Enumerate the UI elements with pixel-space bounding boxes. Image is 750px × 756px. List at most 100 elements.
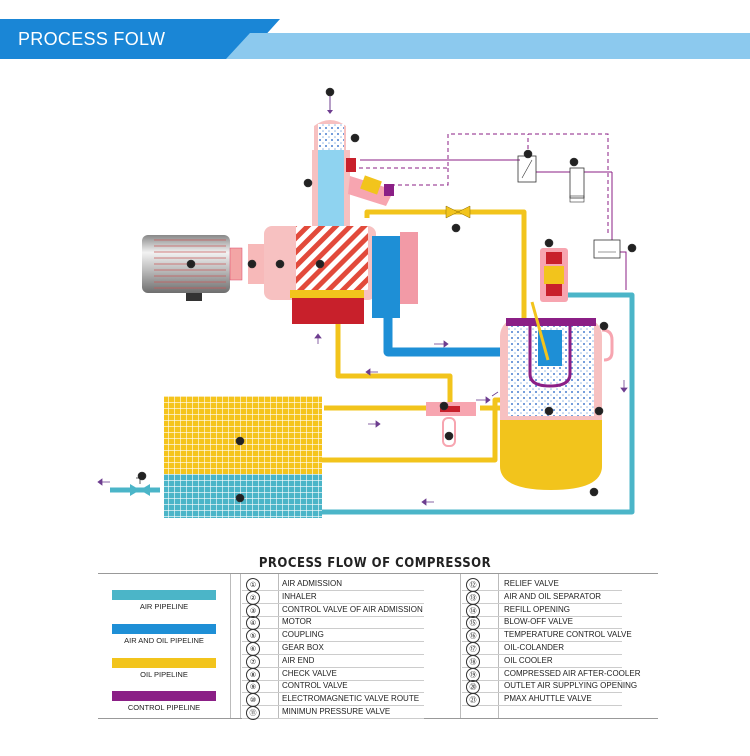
motor <box>142 235 230 301</box>
legend-row-line <box>242 679 424 681</box>
diagram-marker-number: ⑦ <box>318 262 323 268</box>
diagram-marker <box>137 471 147 481</box>
legend-item-label: AIR ADMISSION <box>282 579 343 588</box>
legend-row-line <box>242 628 424 630</box>
diagram-marker <box>439 401 449 411</box>
diagram-marker-number: ⑮ <box>596 408 601 415</box>
legend-item-label: PMAX AHUTTLE VALVE <box>504 694 592 704</box>
diagram-marker <box>451 223 461 233</box>
diagram-marker <box>594 406 604 416</box>
pipeline-label: AIR PIPELINE <box>139 602 189 611</box>
check-valve <box>445 205 471 219</box>
legend-row-line <box>462 602 622 604</box>
diagram-marker-number: ⑩ <box>572 160 577 166</box>
legend-number: ⑪ <box>246 706 260 720</box>
diagram-marker-number: ⑪ <box>546 240 551 247</box>
diagram-marker-number: ⑬ <box>601 323 606 330</box>
legend-item-label: OUTLET AIR SUPPLYING OPENING <box>504 681 638 691</box>
pipeline-swatch <box>112 691 216 701</box>
pipeline-swatch <box>112 590 216 600</box>
diagram-marker <box>186 259 196 269</box>
legend-item-label: TEMPERATURE CONTROL VALVE <box>504 630 632 640</box>
diagram-marker <box>315 259 325 269</box>
diagram-marker-number: ⑯ <box>591 489 596 496</box>
legend-row-line <box>462 705 622 707</box>
legend-row-line <box>242 602 424 604</box>
legend-item-label: AIR AND OIL SEPARATOR <box>504 591 602 601</box>
legend-item-label: MINIMUN PRESSURE VALVE <box>282 707 391 716</box>
legend-row-line <box>462 679 622 681</box>
legend-item-label: GEAR BOX <box>282 643 324 652</box>
legend-item-label: INHALER <box>282 591 317 601</box>
diagram-marker-number: ② <box>353 136 358 142</box>
diagram-marker <box>444 431 454 441</box>
legend-row-line <box>242 705 424 707</box>
diagram-marker-number: ④ <box>189 262 194 268</box>
legend-item-label: COUPLING <box>282 630 324 640</box>
legend-item-label: RELIEF VALVE <box>504 579 559 588</box>
legend-item-label: COMPRESSED AIR AFTER-COOLER <box>504 668 641 678</box>
flow-arrows <box>97 333 628 506</box>
diagram-marker-number: ⑭ <box>546 408 551 415</box>
diagram-marker-number: ㉑ <box>139 473 144 480</box>
diagram-marker <box>247 259 257 269</box>
legend-number: ① <box>246 578 260 592</box>
legend-number: ⑬ <box>466 590 480 605</box>
control-line-solid <box>360 159 613 240</box>
inhaler <box>312 96 350 226</box>
legend-number: ⑰ <box>466 642 480 656</box>
oil-cooler <box>164 396 322 474</box>
diagram-marker <box>275 259 285 269</box>
coupling <box>229 247 243 281</box>
diagram-marker <box>544 406 554 416</box>
legend-row-line <box>462 692 622 694</box>
legend-item-label: CONTROL VALVE OF AIR ADMISSION <box>282 604 423 614</box>
diagram-marker-number: ⑧ <box>454 226 459 232</box>
legend-row-line <box>462 641 622 643</box>
diagram-marker-number: ⑲ <box>237 438 242 445</box>
pipeline-label: CONTROL PIPELINE <box>127 703 201 712</box>
legend-row-line <box>462 666 622 668</box>
diagram-marker <box>589 487 599 497</box>
control-valve-box <box>517 155 537 183</box>
legend-item-label: OIL COOLER <box>504 655 553 665</box>
legend-number: ⑦ <box>246 654 260 669</box>
legend-item-label: CHECK VALVE <box>282 668 337 678</box>
page-title: PROCESS FOLW <box>18 29 166 49</box>
diagram-marker <box>627 243 637 253</box>
legend-row-line <box>242 692 424 694</box>
pipeline-label: OIL PIPELINE <box>140 670 188 679</box>
diagram-marker-number: ⑫ <box>629 245 634 252</box>
diagram-marker <box>303 178 313 188</box>
diagram-marker-number: ⑱ <box>446 433 451 440</box>
pipeline-swatch <box>112 624 216 634</box>
temperature-control-valve <box>426 402 476 416</box>
legend-number: ② <box>246 590 260 605</box>
diagram-marker <box>350 133 360 143</box>
legend-item-label: CONTROL VALVE <box>282 681 348 691</box>
legend-title: PROCESS FLOW OF COMPRESSOR <box>258 556 492 571</box>
legend-number: ⑱ <box>466 654 480 669</box>
diagram-marker-number: ⑥ <box>278 262 283 268</box>
pmax-shuttle-valve <box>593 239 621 259</box>
legend-item-label: REFILL OPENING <box>504 604 570 614</box>
legend-item-label: AIR END <box>282 655 315 665</box>
legend-row-line <box>462 615 622 617</box>
control-valve-of-air-admission <box>346 158 394 206</box>
legend-row-line <box>242 718 424 719</box>
outlet-air-supplying-opening <box>130 477 150 496</box>
air-end <box>264 226 418 324</box>
legend-row-line <box>242 641 424 643</box>
air-oil-separator <box>500 301 614 490</box>
diagram-marker <box>325 87 335 97</box>
pipeline-label: AIR AND OIL PIPELINE <box>124 636 204 645</box>
minimum-pressure-valve <box>540 248 568 302</box>
diagram-marker <box>235 436 245 446</box>
diagram-marker-number: ⑳ <box>237 495 242 502</box>
legend-row-line <box>242 590 424 591</box>
diagram-marker-number: ⑤ <box>250 262 254 268</box>
pipeline-swatch <box>112 658 216 668</box>
diagram-marker <box>599 321 609 331</box>
legend-item-label: MOTOR <box>282 617 312 627</box>
